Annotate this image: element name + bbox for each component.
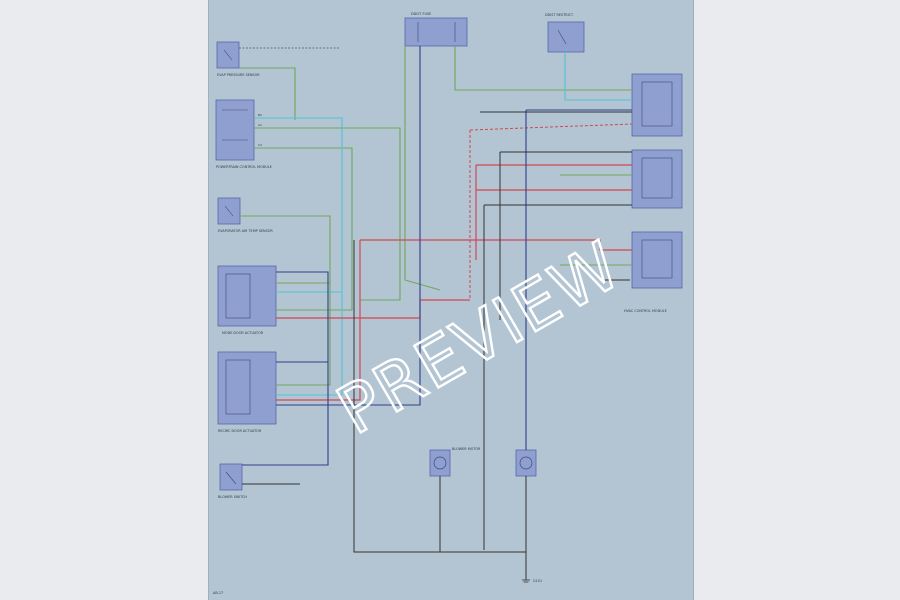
recirc-actuator-label: RECIRC DOOR ACTUATOR [218,429,262,433]
blower-switch: BLOWER SWITCH [218,463,247,499]
mode-actuator-label: MODE DOOR ACTUATOR [222,331,264,335]
connector-c2: C2 [258,143,262,147]
evap-pressure-label: EVAP PRESSURE SENSOR [217,73,260,77]
ground-symbol: G101 [522,579,542,583]
preview-watermark: PREVIEW [325,226,635,449]
cyan-wires [254,52,632,396]
evap-pressure-sensor: EVAP PRESSURE SENSOR [216,41,260,77]
red-dashed-wire [469,123,633,131]
powertrain-module: POWERTRAIN CONTROL MODULE [215,99,272,169]
fuse-top-center-label: DDIST FUSE [411,12,431,16]
recirc-door-actuator: RECIRC DOOR ACTUATOR [217,351,277,433]
green-wires [239,46,632,386]
blower-motor-right [515,449,537,477]
blue-wires [242,46,632,466]
blower-motor-left: BLOWER MOTOR [429,447,481,477]
powertrain-module-label: POWERTRAIN CONTROL MODULE [216,165,272,169]
mode-door-actuator: MODE DOOR ACTUATOR [217,265,277,335]
ground-label: G101 [533,579,542,583]
blower-motor-label: BLOWER MOTOR [452,447,481,451]
hvac-control-module: HVAC CONTROL MODULE [624,73,683,313]
connector-a1: A1 [258,123,262,127]
connector-b2: B2 [258,113,262,117]
hvac-control-label: HVAC CONTROL MODULE [624,309,667,313]
blower-switch-label: BLOWER SWITCH [218,495,247,499]
top-right-switch: DDIST RESTRICT [545,13,585,53]
black-wires [242,111,632,580]
fuse-top-right-label: DDIST RESTRICT [545,13,574,17]
evap-temp-sensor: EVAPORATOR AIR TEMP SENSOR [217,197,273,233]
top-fuse-block: DDIST FUSE [404,12,468,47]
evap-temp-label: EVAPORATOR AIR TEMP SENSOR [218,229,273,233]
page-id: AB-17 [213,591,223,595]
